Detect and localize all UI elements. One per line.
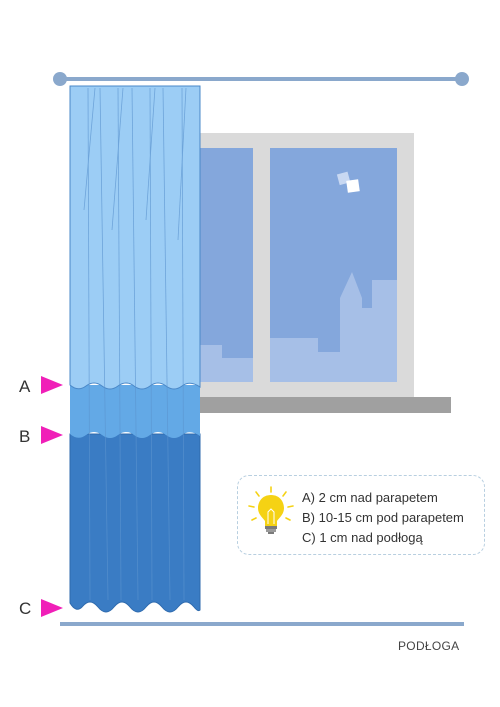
marker-b-arrow-icon (41, 426, 63, 444)
curtain-top-light (69, 85, 201, 390)
marker-a-label: A (19, 377, 31, 396)
lightbulb-icon (248, 486, 294, 534)
tip-b-text: B) 10-15 cm pod parapetem (302, 510, 464, 525)
tip-c-text: C) 1 cm nad podłogą (302, 530, 423, 545)
tip-box (237, 475, 485, 555)
marker-c-label: C (19, 599, 32, 618)
marker-c-arrow-icon (41, 599, 63, 617)
curtain-rod (53, 72, 469, 86)
city-skyline-left (198, 345, 253, 382)
rod-end-left (53, 72, 67, 86)
window (198, 133, 451, 413)
marker-b-label: B (19, 427, 31, 446)
window-glass-left (198, 148, 253, 382)
city-skyline-right (270, 272, 397, 382)
tip-a-text: A) 2 cm nad parapetem (302, 490, 438, 505)
curtain-pleats (83, 87, 187, 601)
window-sill (198, 397, 451, 413)
rod-end-right (455, 72, 469, 86)
marker-a-arrow-icon (41, 376, 63, 394)
floor-label: PODŁOGA (398, 639, 460, 653)
curtain-bottom-dark (69, 433, 201, 613)
curtain (69, 85, 201, 613)
window-sticker (346, 179, 360, 193)
